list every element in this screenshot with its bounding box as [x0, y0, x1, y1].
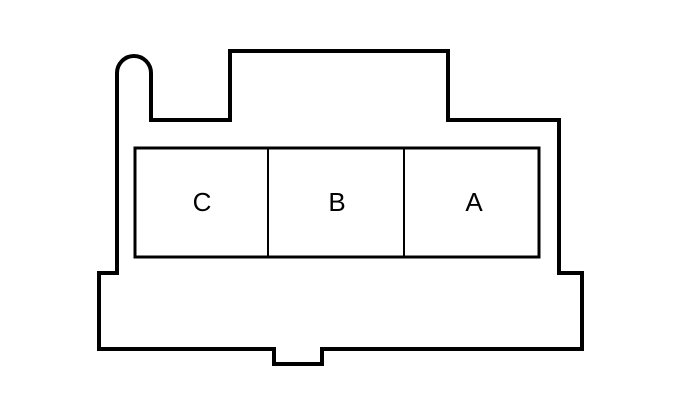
connector-housing-outline — [97, 49, 584, 366]
cavity-block — [133, 146, 541, 259]
cavity-label-b: B — [328, 187, 345, 217]
cavity-label-a: A — [465, 187, 483, 217]
cavity-label-c: C — [193, 187, 212, 217]
